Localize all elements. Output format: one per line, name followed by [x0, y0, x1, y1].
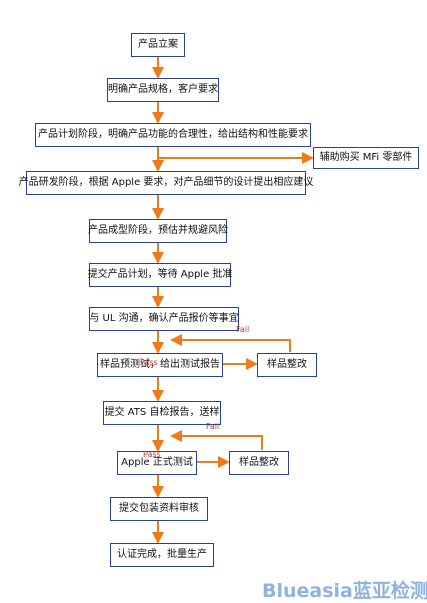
- arrow-rework-back-to-ul: [170, 334, 291, 352]
- pass-label-1: Pass: [140, 358, 158, 367]
- step-label: 认证完成，批量生产: [117, 549, 207, 560]
- step-forming-stage: 产品成型阶段，预估并规避风险: [88, 219, 228, 243]
- watermark-en: Blueasia: [262, 580, 353, 602]
- pass-label-2: Pass: [143, 450, 161, 459]
- fail-label-2: Fail: [206, 422, 220, 431]
- arrow-rework-back-to-ats: [170, 430, 263, 450]
- rework-box-2: 样品整改: [229, 451, 289, 475]
- step-label: 产品计划阶段，明确产品功能的合理性，给出结构和性能要求: [38, 129, 308, 140]
- step-define-specs: 明确产品规格，客户要求: [107, 78, 219, 102]
- step-label: 提交包装资料审核: [119, 503, 199, 514]
- step-label: 产品立案: [138, 39, 178, 50]
- step-label: 与 UL 沟通，确认产品报价等事宜: [89, 313, 239, 324]
- step-label: 产品成型阶段，预估并规避风险: [88, 225, 228, 236]
- step-label: 样品预测试，给出测试报告: [100, 359, 220, 370]
- rework-label: 样品整改: [239, 457, 279, 468]
- mfi-label: 辅助购买 MFi 零部件: [319, 152, 413, 163]
- watermark-logo: Blueasia蓝亚检测: [262, 580, 427, 602]
- fail-label-1: Fail: [236, 325, 250, 334]
- step-ul-communication: 与 UL 沟通，确认产品报价等事宜: [89, 307, 239, 331]
- step-mass-production: 认证完成，批量生产: [110, 543, 214, 567]
- step-submit-plan: 提交产品计划，等待 Apple 批准: [87, 263, 233, 287]
- rework-label: 样品整改: [267, 359, 307, 370]
- watermark-cn: 蓝亚检测: [352, 580, 427, 602]
- step-planning-stage: 产品计划阶段，明确产品功能的合理性，给出结构和性能要求: [35, 123, 311, 147]
- step-submit-ats: 提交 ATS 自检报告，送样: [103, 401, 221, 425]
- step-packaging-review: 提交包装资料审核: [110, 497, 208, 521]
- step-development-stage: 产品研发阶段，根据 Apple 要求，对产品细节的设计提出相应建议: [19, 171, 313, 195]
- step-label: Apple 正式测试: [121, 457, 193, 468]
- step-label: 明确产品规格，客户要求: [108, 84, 218, 95]
- mfi-parts-box: 辅助购买 MFi 零部件: [313, 147, 419, 169]
- step-label: 提交 ATS 自检报告，送样: [104, 407, 220, 418]
- step-apple-formal-test: Apple 正式测试: [117, 451, 197, 475]
- step-label: 提交产品计划，等待 Apple 批准: [87, 269, 233, 280]
- step-sample-pretest: 样品预测试，给出测试报告: [97, 353, 223, 377]
- rework-box-1: 样品整改: [257, 353, 317, 377]
- step-label: 产品研发阶段，根据 Apple 要求，对产品细节的设计提出相应建议: [18, 177, 314, 188]
- step-project-initiation: 产品立案: [131, 33, 185, 57]
